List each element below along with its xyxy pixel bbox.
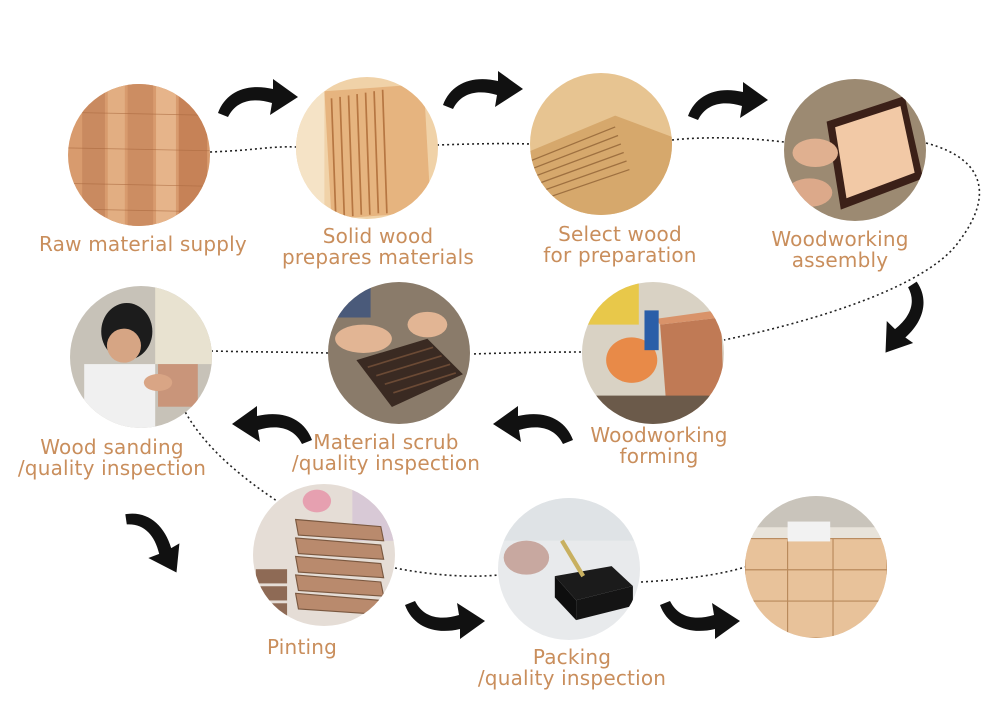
raw-wood-stack-photo bbox=[68, 84, 210, 226]
step-label-line: assembly bbox=[791, 248, 889, 272]
arrow-right-9 bbox=[660, 601, 740, 639]
step-label-pinting: Pinting bbox=[248, 637, 356, 658]
step-label-line: Woodworking bbox=[771, 227, 909, 251]
box-scrub-photo bbox=[328, 282, 470, 424]
step-label-line: prepares materials bbox=[281, 245, 475, 269]
wood-sheets-photo bbox=[530, 73, 672, 215]
worker-sanding-photo bbox=[70, 286, 212, 428]
arrow-right-3 bbox=[688, 82, 768, 120]
packing-black-box-photo bbox=[498, 498, 640, 640]
shipping-cartons-photo bbox=[745, 496, 887, 638]
step-label-line: Pinting bbox=[266, 635, 338, 659]
step-label-raw-material-supply: Raw material supply bbox=[30, 234, 256, 255]
painted-boxes-photo bbox=[253, 484, 395, 626]
arrow-right-8 bbox=[405, 601, 485, 639]
step-label-wood-sanding: Wood sanding/quality inspection bbox=[6, 437, 218, 479]
box-forming-photo bbox=[582, 282, 724, 424]
step-label-line: Raw material supply bbox=[39, 232, 247, 256]
step-label-line: for preparation bbox=[543, 243, 697, 267]
step-label-line: Select wood bbox=[558, 222, 682, 246]
arrow-right-1 bbox=[218, 79, 298, 117]
arrow-down-right-7 bbox=[122, 498, 192, 582]
step-label-line: Solid wood bbox=[322, 224, 434, 248]
arrow-down-left-4 bbox=[869, 279, 944, 363]
arrow-left-5 bbox=[493, 406, 573, 444]
solid-wood-boards-photo bbox=[296, 77, 438, 219]
arrow-right-2 bbox=[443, 71, 523, 109]
step-label-line: Woodworking bbox=[590, 423, 728, 447]
step-label-line: forming bbox=[619, 444, 699, 468]
step-label-material-scrub: Material scrub/quality inspection bbox=[276, 432, 496, 474]
step-label-line: /quality inspection bbox=[291, 451, 481, 475]
box-assembly-photo bbox=[784, 79, 926, 221]
step-label-line: /quality inspection bbox=[17, 456, 207, 480]
step-label-line: Material scrub bbox=[313, 430, 459, 454]
step-label-packing: Packing/quality inspection bbox=[462, 647, 682, 689]
step-label-line: /quality inspection bbox=[477, 666, 667, 690]
step-label-line: Packing bbox=[532, 645, 612, 669]
step-label-line: Wood sanding bbox=[40, 435, 184, 459]
